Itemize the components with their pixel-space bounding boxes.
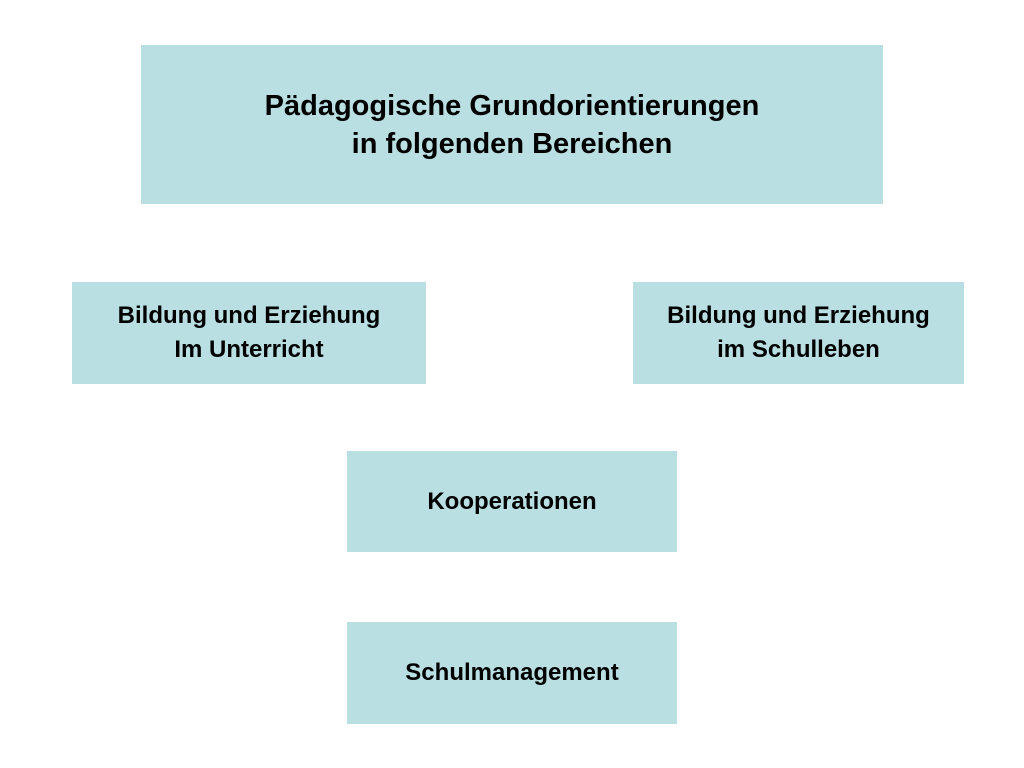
- schulmanagement-box: Schulmanagement: [347, 622, 677, 724]
- unterricht-line-1: Bildung und Erziehung: [117, 302, 381, 329]
- schulleben-box: Bildung und Erziehung im Schulleben: [633, 282, 964, 384]
- kooperationen-box: Kooperationen: [347, 451, 677, 552]
- schulleben-line-1: Bildung und Erziehung: [667, 302, 930, 329]
- title-line-1: Pädagogische Grundorientierungen: [264, 89, 760, 122]
- unterricht-line-2: Im Unterricht: [174, 336, 324, 363]
- title-line-2: in folgenden Bereichen: [351, 127, 673, 160]
- unterricht-box: Bildung und Erziehung Im Unterricht: [72, 282, 426, 384]
- title-box: Pädagogische Grundorientierungen in folg…: [141, 45, 883, 204]
- schulleben-line-2: im Schulleben: [717, 336, 880, 363]
- schulmanagement-label: Schulmanagement: [405, 659, 619, 686]
- kooperationen-label: Kooperationen: [427, 487, 597, 515]
